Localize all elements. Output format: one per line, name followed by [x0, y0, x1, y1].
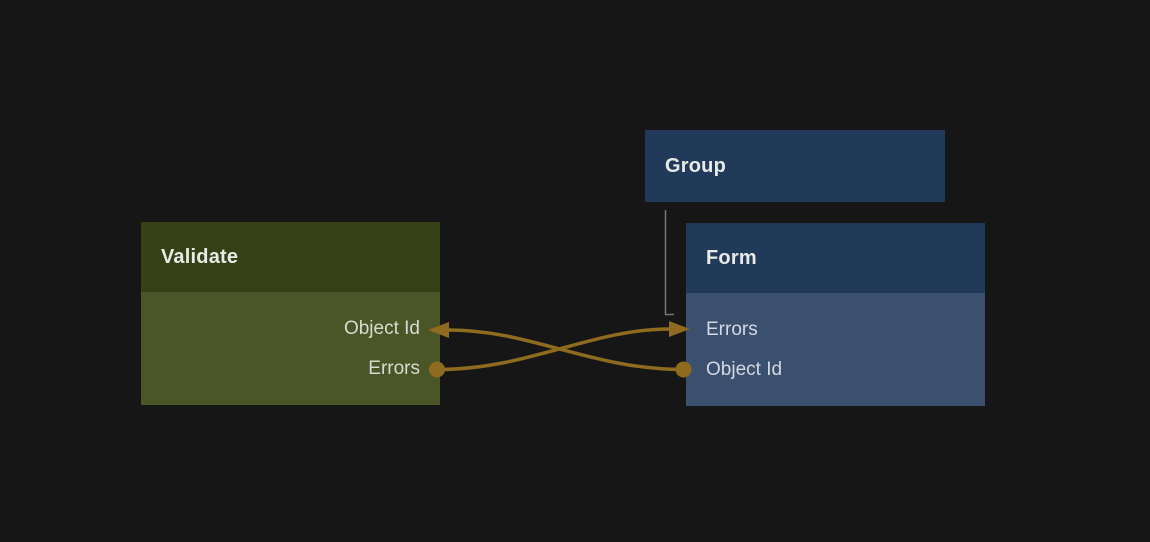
field-validate-object-id-label: Object Id [343, 318, 420, 339]
node-validate-body: Object Id Errors [141, 292, 440, 405]
edge-validate-errors-to-form-errors[interactable] [436, 327, 671, 372]
field-form-object-id-label: Object Id [706, 359, 783, 380]
field-validate-object-id: Object Id [141, 309, 440, 349]
field-validate-errors-label: Errors [368, 358, 420, 379]
field-form-object-id: Object Id [686, 350, 985, 390]
node-form-title: Form [706, 246, 757, 269]
node-validate-title: Validate [161, 245, 239, 268]
edge-form-object-id-to-validate-object-id[interactable] [448, 328, 684, 372]
node-group-header[interactable]: Group [645, 130, 945, 202]
node-validate-header[interactable]: Validate [141, 222, 440, 292]
field-form-errors-label: Errors [706, 319, 758, 340]
node-group-title: Group [665, 154, 726, 177]
node-form-body: Errors Object Id [686, 293, 985, 406]
field-validate-errors: Errors [141, 349, 440, 389]
node-group[interactable]: Group [645, 130, 945, 202]
node-validate[interactable]: Validate Object Id Errors [141, 222, 440, 405]
edge-group-to-form[interactable] [664, 210, 675, 316]
node-form-header[interactable]: Form [686, 223, 985, 293]
field-form-errors: Errors [686, 310, 985, 350]
node-form[interactable]: Form Errors Object Id [686, 223, 985, 406]
